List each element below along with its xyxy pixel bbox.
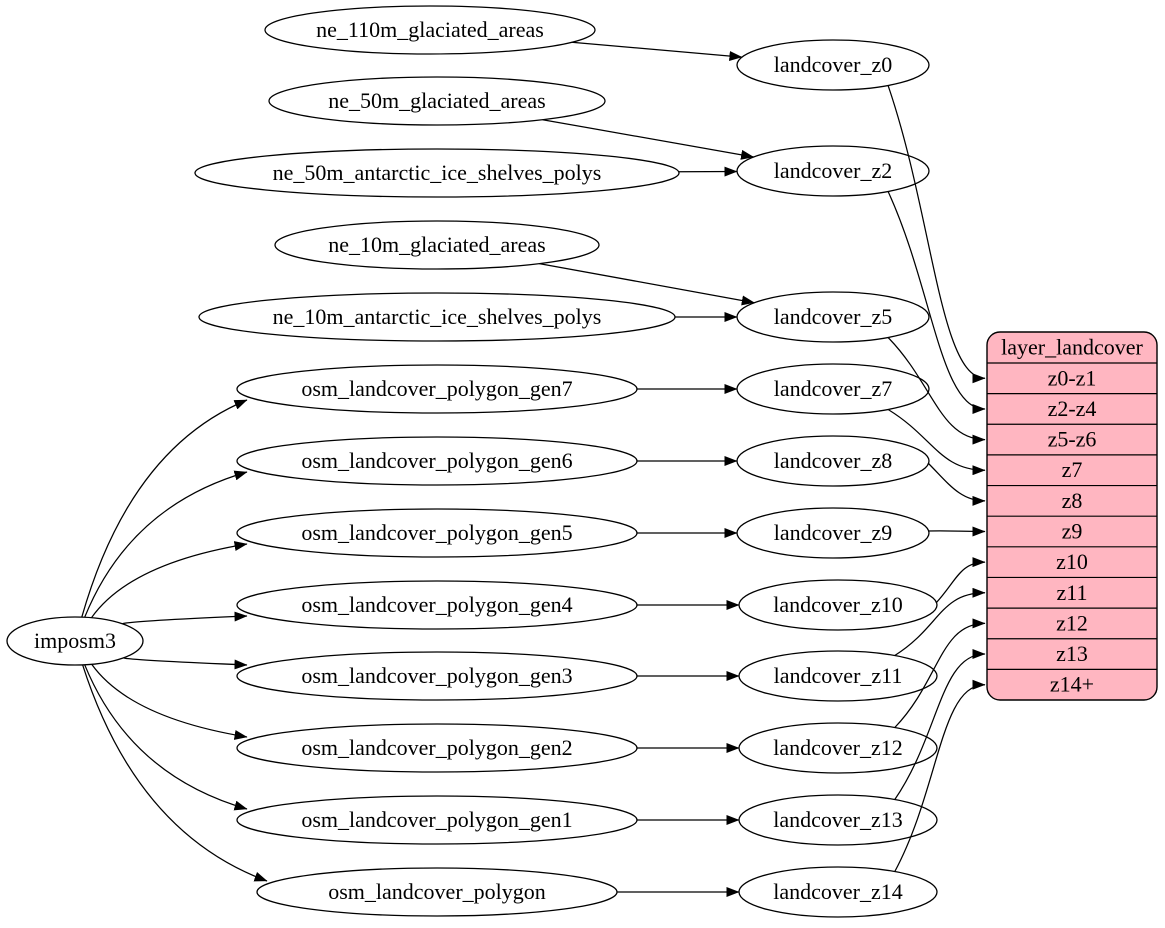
node-ne_50m_antarctic_ice_shelves_polys: ne_50m_antarctic_ice_shelves_polys <box>195 149 679 197</box>
node-osm_landcover_polygon_gen6: osm_landcover_polygon_gen6 <box>237 437 637 485</box>
edge-ne_110m_glaciated_areas-to-landcover_z0 <box>572 42 742 57</box>
node-label-landcover_z8: landcover_z8 <box>774 448 893 473</box>
node-osm_landcover_polygon_gen4: osm_landcover_polygon_gen4 <box>237 581 637 629</box>
table-row-z0-z1: z0-z1 <box>1048 365 1097 390</box>
node-landcover_z7: landcover_z7 <box>737 364 929 414</box>
node-landcover_z0: landcover_z0 <box>737 40 929 90</box>
node-label-landcover_z10: landcover_z10 <box>773 592 903 617</box>
node-label-landcover_z0: landcover_z0 <box>774 52 893 77</box>
edge-landcover_z10-to-z10 <box>936 562 985 603</box>
edge-imposm3-to-osm_landcover_polygon_gen1 <box>85 665 247 809</box>
edge-imposm3-to-osm_landcover_polygon <box>83 665 267 881</box>
node-label-ne_50m_glaciated_areas: ne_50m_glaciated_areas <box>328 88 545 113</box>
node-ne_50m_glaciated_areas: ne_50m_glaciated_areas <box>269 77 605 125</box>
node-label-ne_10m_antarctic_ice_shelves_polys: ne_10m_antarctic_ice_shelves_polys <box>273 304 602 329</box>
node-label-osm_landcover_polygon_gen6: osm_landcover_polygon_gen6 <box>301 448 572 473</box>
node-osm_landcover_polygon_gen5: osm_landcover_polygon_gen5 <box>237 509 637 557</box>
node-label-osm_landcover_polygon_gen4: osm_landcover_polygon_gen4 <box>301 592 572 617</box>
edge-landcover_z9-to-z9 <box>928 531 985 532</box>
node-ne_10m_glaciated_areas: ne_10m_glaciated_areas <box>275 221 599 269</box>
edge-imposm3-to-osm_landcover_polygon_gen3 <box>123 658 247 665</box>
node-landcover_z12: landcover_z12 <box>739 723 937 773</box>
node-label-ne_10m_glaciated_areas: ne_10m_glaciated_areas <box>328 232 545 257</box>
node-label-landcover_z11: landcover_z11 <box>774 663 903 688</box>
table-row-z7: z7 <box>1062 457 1083 482</box>
node-label-osm_landcover_polygon_gen1: osm_landcover_polygon_gen1 <box>301 807 572 832</box>
node-landcover_z5: landcover_z5 <box>737 292 929 342</box>
node-landcover_z11: landcover_z11 <box>739 651 937 701</box>
node-label-osm_landcover_polygon_gen2: osm_landcover_polygon_gen2 <box>301 735 572 760</box>
table-row-z14+: z14+ <box>1050 672 1094 697</box>
node-osm_landcover_polygon_gen7: osm_landcover_polygon_gen7 <box>237 365 637 413</box>
node-landcover_z14: landcover_z14 <box>739 867 937 917</box>
node-landcover_z13: landcover_z13 <box>739 795 937 845</box>
node-osm_landcover_polygon: osm_landcover_polygon <box>257 868 617 916</box>
table-row-z12: z12 <box>1056 610 1088 635</box>
table-row-z9: z9 <box>1062 519 1083 544</box>
node-label-ne_50m_antarctic_ice_shelves_polys: ne_50m_antarctic_ice_shelves_polys <box>273 160 602 185</box>
node-osm_landcover_polygon_gen2: osm_landcover_polygon_gen2 <box>237 724 637 772</box>
edge-imposm3-to-osm_landcover_polygon_gen2 <box>92 664 247 737</box>
node-label-osm_landcover_polygon: osm_landcover_polygon <box>328 879 546 904</box>
edge-imposm3-to-osm_landcover_polygon_gen4 <box>122 616 247 624</box>
node-ne_10m_antarctic_ice_shelves_polys: ne_10m_antarctic_ice_shelves_polys <box>199 293 675 341</box>
edge-imposm3-to-osm_landcover_polygon_gen7 <box>82 400 247 617</box>
node-osm_landcover_polygon_gen3: osm_landcover_polygon_gen3 <box>237 652 637 700</box>
node-label-landcover_z13: landcover_z13 <box>773 807 903 832</box>
edge-imposm3-to-osm_landcover_polygon_gen6 <box>85 472 247 617</box>
table-row-z13: z13 <box>1056 641 1088 666</box>
table-row-z2-z4: z2-z4 <box>1048 396 1097 421</box>
node-label-imposm3: imposm3 <box>34 628 116 653</box>
node-landcover_z9: landcover_z9 <box>737 508 929 558</box>
node-ne_110m_glaciated_areas: ne_110m_glaciated_areas <box>265 6 595 54</box>
table-row-z11: z11 <box>1057 580 1088 605</box>
node-label-osm_landcover_polygon_gen3: osm_landcover_polygon_gen3 <box>301 663 572 688</box>
node-label-landcover_z9: landcover_z9 <box>774 520 893 545</box>
node-label-landcover_z14: landcover_z14 <box>773 879 903 904</box>
node-label-landcover_z2: landcover_z2 <box>774 158 893 183</box>
node-label-landcover_z7: landcover_z7 <box>774 376 893 401</box>
node-osm_landcover_polygon_gen1: osm_landcover_polygon_gen1 <box>237 796 637 844</box>
node-landcover_z10: landcover_z10 <box>739 580 937 630</box>
node-landcover_z8: landcover_z8 <box>737 436 929 486</box>
node-label-osm_landcover_polygon_gen7: osm_landcover_polygon_gen7 <box>301 376 572 401</box>
node-label-landcover_z12: landcover_z12 <box>773 735 903 760</box>
table-row-z10: z10 <box>1056 549 1088 574</box>
table-row-z5-z6: z5-z6 <box>1048 427 1097 452</box>
node-landcover_z2: landcover_z2 <box>737 146 929 196</box>
edge-ne_50m_glaciated_areas-to-landcover_z2 <box>543 120 754 157</box>
node-label-osm_landcover_polygon_gen5: osm_landcover_polygon_gen5 <box>301 520 572 545</box>
table-title: layer_landcover <box>1001 335 1143 360</box>
node-label-landcover_z5: landcover_z5 <box>774 304 893 329</box>
node-label-ne_110m_glaciated_areas: ne_110m_glaciated_areas <box>316 17 544 42</box>
table-row-z8: z8 <box>1062 488 1083 513</box>
edge-landcover_z8-to-z8 <box>928 463 985 501</box>
table-layer_landcover: layer_landcover z0-z1 z2-z4 z5-z6 z7 z8 z9 z10 z… <box>987 332 1157 700</box>
edge-imposm3-to-osm_landcover_polygon_gen5 <box>92 544 248 618</box>
